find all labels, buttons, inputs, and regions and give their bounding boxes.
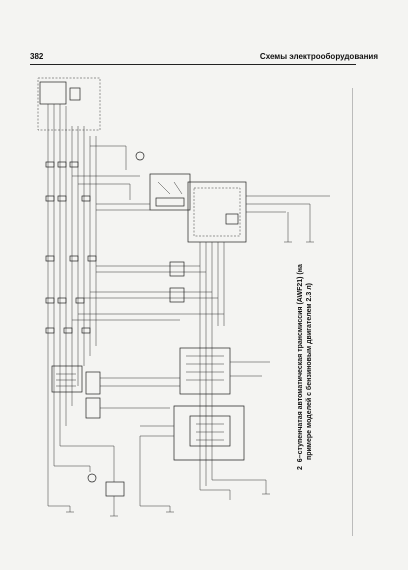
module-housing: [187, 181, 247, 243]
connector-block: [39, 81, 67, 105]
wiring-diagram: [37, 77, 330, 517]
selector-outline: [173, 405, 245, 461]
lower-sensors: [48, 445, 125, 517]
lower-module: [179, 347, 231, 395]
selector-panel: [139, 405, 245, 506]
harness-markers: [45, 161, 97, 334]
side-divider: [352, 88, 353, 536]
central-switch-block: [96, 173, 191, 211]
sensor-box: [105, 481, 125, 497]
vertical-harness: [47, 104, 97, 506]
dashed-housing: [37, 77, 101, 131]
ground-point: [135, 151, 145, 161]
transmission-control-module: [187, 181, 330, 243]
page-header: 382 Схемы электрооборудования: [30, 52, 378, 66]
page-title: Схемы электрооборудования: [259, 52, 378, 61]
module-pin-wires: [199, 242, 225, 366]
cross-connections: [72, 261, 224, 321]
relay-group: [51, 365, 180, 419]
diagram-caption: 2 6–ступенчатая автоматическая трансмисс…: [296, 230, 314, 470]
relay-symbol: [69, 87, 81, 101]
relay-box-b: [85, 371, 101, 395]
caption-text-1: 6–ступенчатая автоматическая трансмиссия…: [297, 264, 304, 463]
top-connector-cluster: [37, 77, 101, 131]
upper-module-link: [72, 145, 145, 200]
caption-line-1: 2 6–ступенчатая автоматическая трансмисс…: [296, 230, 305, 470]
lower-connector-module: [179, 347, 270, 395]
caption-line-2: примере моделей с бензиновым двигателем …: [306, 283, 313, 460]
page-number: 382: [30, 52, 44, 61]
relay-box-c: [85, 397, 101, 419]
header-divider: [30, 64, 356, 65]
caption-number: 2: [297, 466, 304, 470]
bottom-grounds: [140, 366, 270, 513]
relay-box-a: [51, 365, 83, 393]
switch-housing: [149, 173, 191, 211]
